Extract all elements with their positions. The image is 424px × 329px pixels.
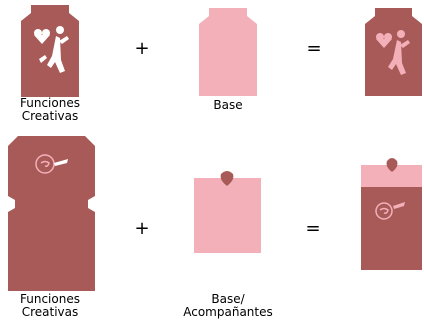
equals-operator-bottom: = <box>305 220 321 238</box>
result-tag-top <box>365 8 422 96</box>
base-label-top: Base <box>188 99 268 112</box>
label-line-2: Creativas <box>10 306 90 319</box>
plus-operator-top: + <box>134 40 150 58</box>
equals-operator-top: = <box>306 40 322 58</box>
result-tag-bottom <box>361 157 422 270</box>
plus-operator-bottom: + <box>134 220 150 238</box>
base-tag-top <box>199 8 257 96</box>
creative-functions-label-bottom: Funciones Creativas <box>10 293 90 319</box>
creative-functions-label-top: Funciones Creativas <box>10 97 90 123</box>
creative-functions-tag-bottom <box>8 136 95 291</box>
label-line-2: Acompañantes <box>162 306 294 319</box>
creative-functions-tag-top <box>21 5 79 97</box>
base-companion-label-bottom: Base/ Acompañantes <box>162 293 294 319</box>
label-line-2: Creativas <box>10 110 90 123</box>
base-companion-tag-bottom <box>194 170 261 253</box>
